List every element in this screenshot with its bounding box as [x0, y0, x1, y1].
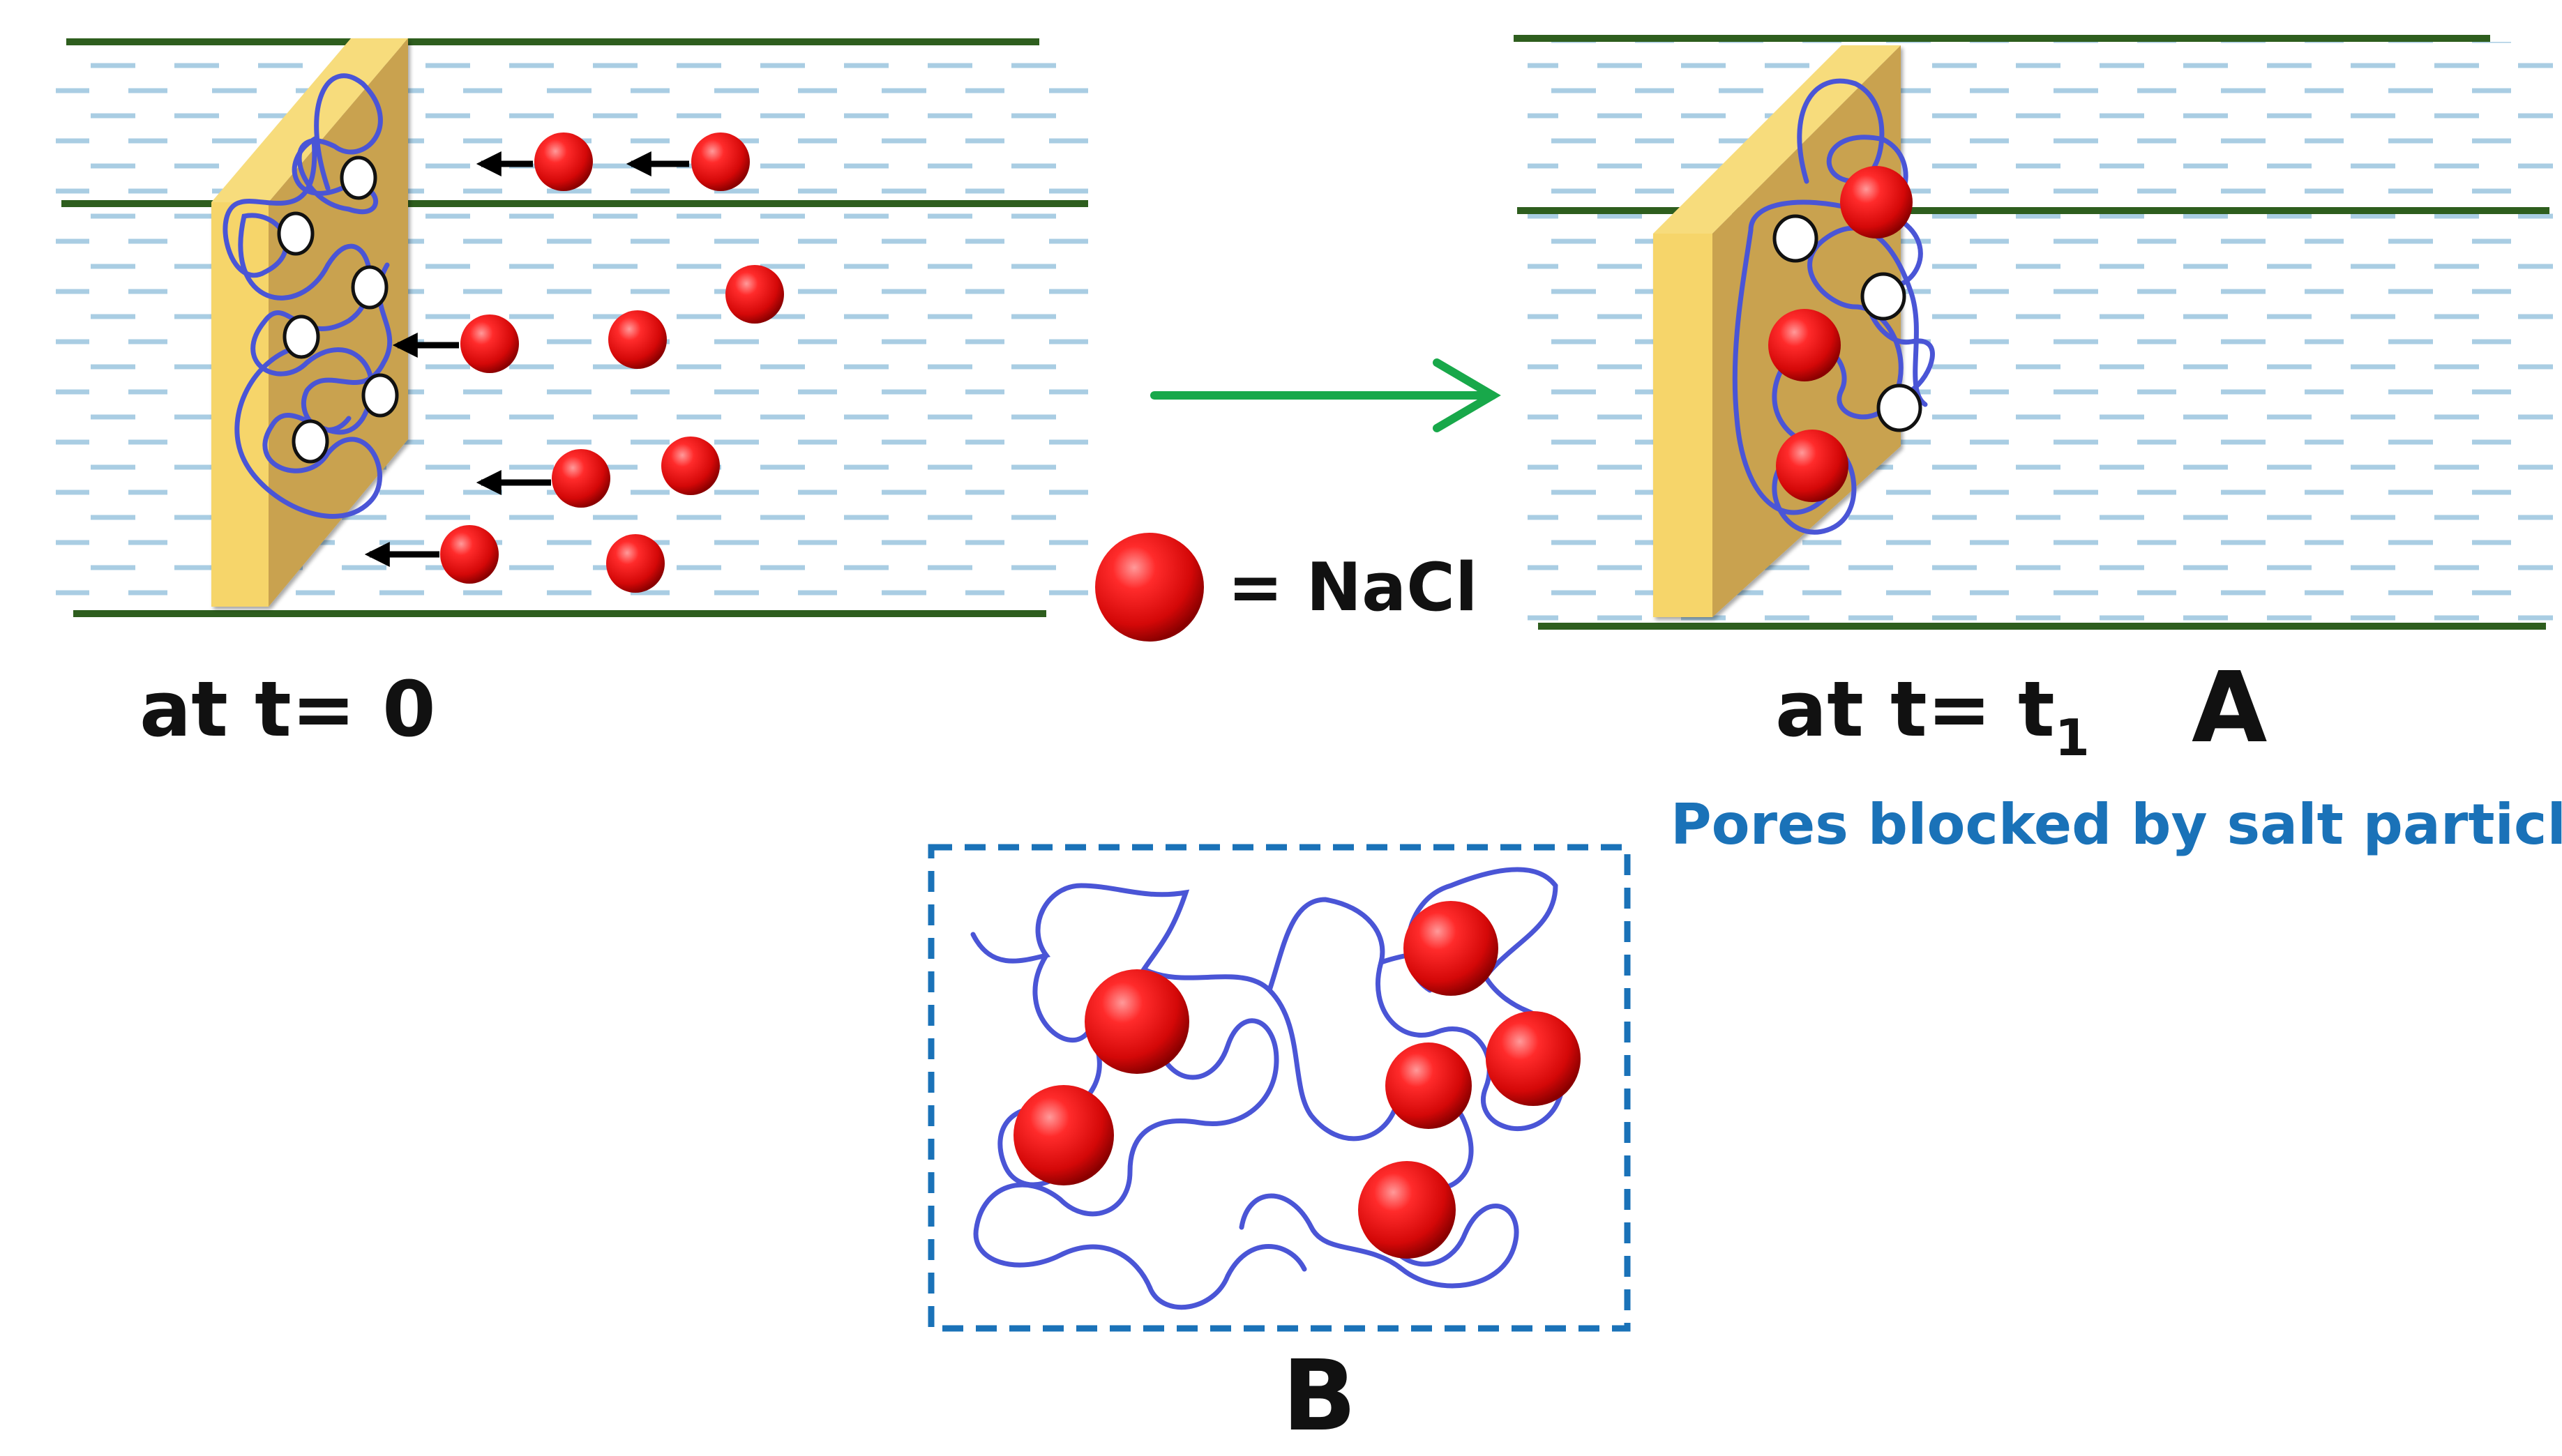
blocked-pores [1768, 166, 1913, 502]
panel-label-a: A [2192, 651, 2267, 765]
nacl-particle [1085, 969, 1189, 1074]
polymer-network [997, 1029, 1102, 1188]
label-t1-subscript: 1 [2055, 708, 2090, 767]
nacl-legend-icon [1095, 533, 1204, 642]
nacl-particle [661, 437, 720, 495]
blocked-caption: Pores blocked by salt particles [1671, 792, 2562, 857]
polymer-chain [223, 73, 383, 519]
panel-b: B [928, 844, 1631, 1453]
panel-b-frame [928, 844, 1631, 1332]
nacl-particle [440, 525, 499, 584]
flow-arrows [364, 151, 689, 567]
nacl-particle [460, 314, 519, 373]
pores [1772, 214, 1922, 432]
nacl-particle [1776, 430, 1848, 502]
nacl-particle [1014, 1085, 1114, 1185]
nacl-particle [534, 132, 593, 191]
salt-particles [440, 132, 784, 593]
pores [277, 156, 399, 464]
nacl-particle [608, 310, 667, 369]
legend-label: = NaCl [1228, 549, 1478, 626]
nacl-particle [1840, 166, 1913, 238]
label-t1: at t= t1 [1775, 665, 2090, 767]
pore [361, 373, 399, 418]
nacl-particle [1385, 1042, 1472, 1129]
polymer-network [970, 867, 1558, 995]
pore [282, 314, 320, 359]
polymer-network [1376, 925, 1566, 1131]
pore [1860, 272, 1906, 321]
panel-label-b: B [1282, 1340, 1357, 1453]
pore [1772, 214, 1818, 263]
label-t0: at t= 0 [140, 665, 436, 754]
nacl-particle [606, 534, 665, 593]
pore [340, 156, 377, 200]
pore [292, 419, 329, 464]
nacl-particle [1486, 1011, 1581, 1106]
water-region [56, 45, 1088, 610]
polymer-chain [1732, 78, 1928, 535]
salt-particles [1014, 901, 1581, 1259]
legend: = NaCl [1095, 533, 1478, 642]
nacl-particle [552, 449, 610, 508]
pore [351, 265, 389, 310]
pore [1876, 384, 1922, 432]
nacl-particle [1403, 901, 1498, 996]
nacl-particle [725, 265, 784, 324]
process-arrow-icon [1150, 358, 1501, 432]
pore [277, 211, 315, 256]
channel-t1: at t= t1 A Pores blocked by salt particl… [1514, 35, 2562, 857]
channel-t0: at t= 0 [56, 38, 1088, 754]
nacl-particle [1358, 1161, 1456, 1259]
nacl-particle [691, 132, 750, 191]
nacl-particle [1768, 309, 1841, 381]
